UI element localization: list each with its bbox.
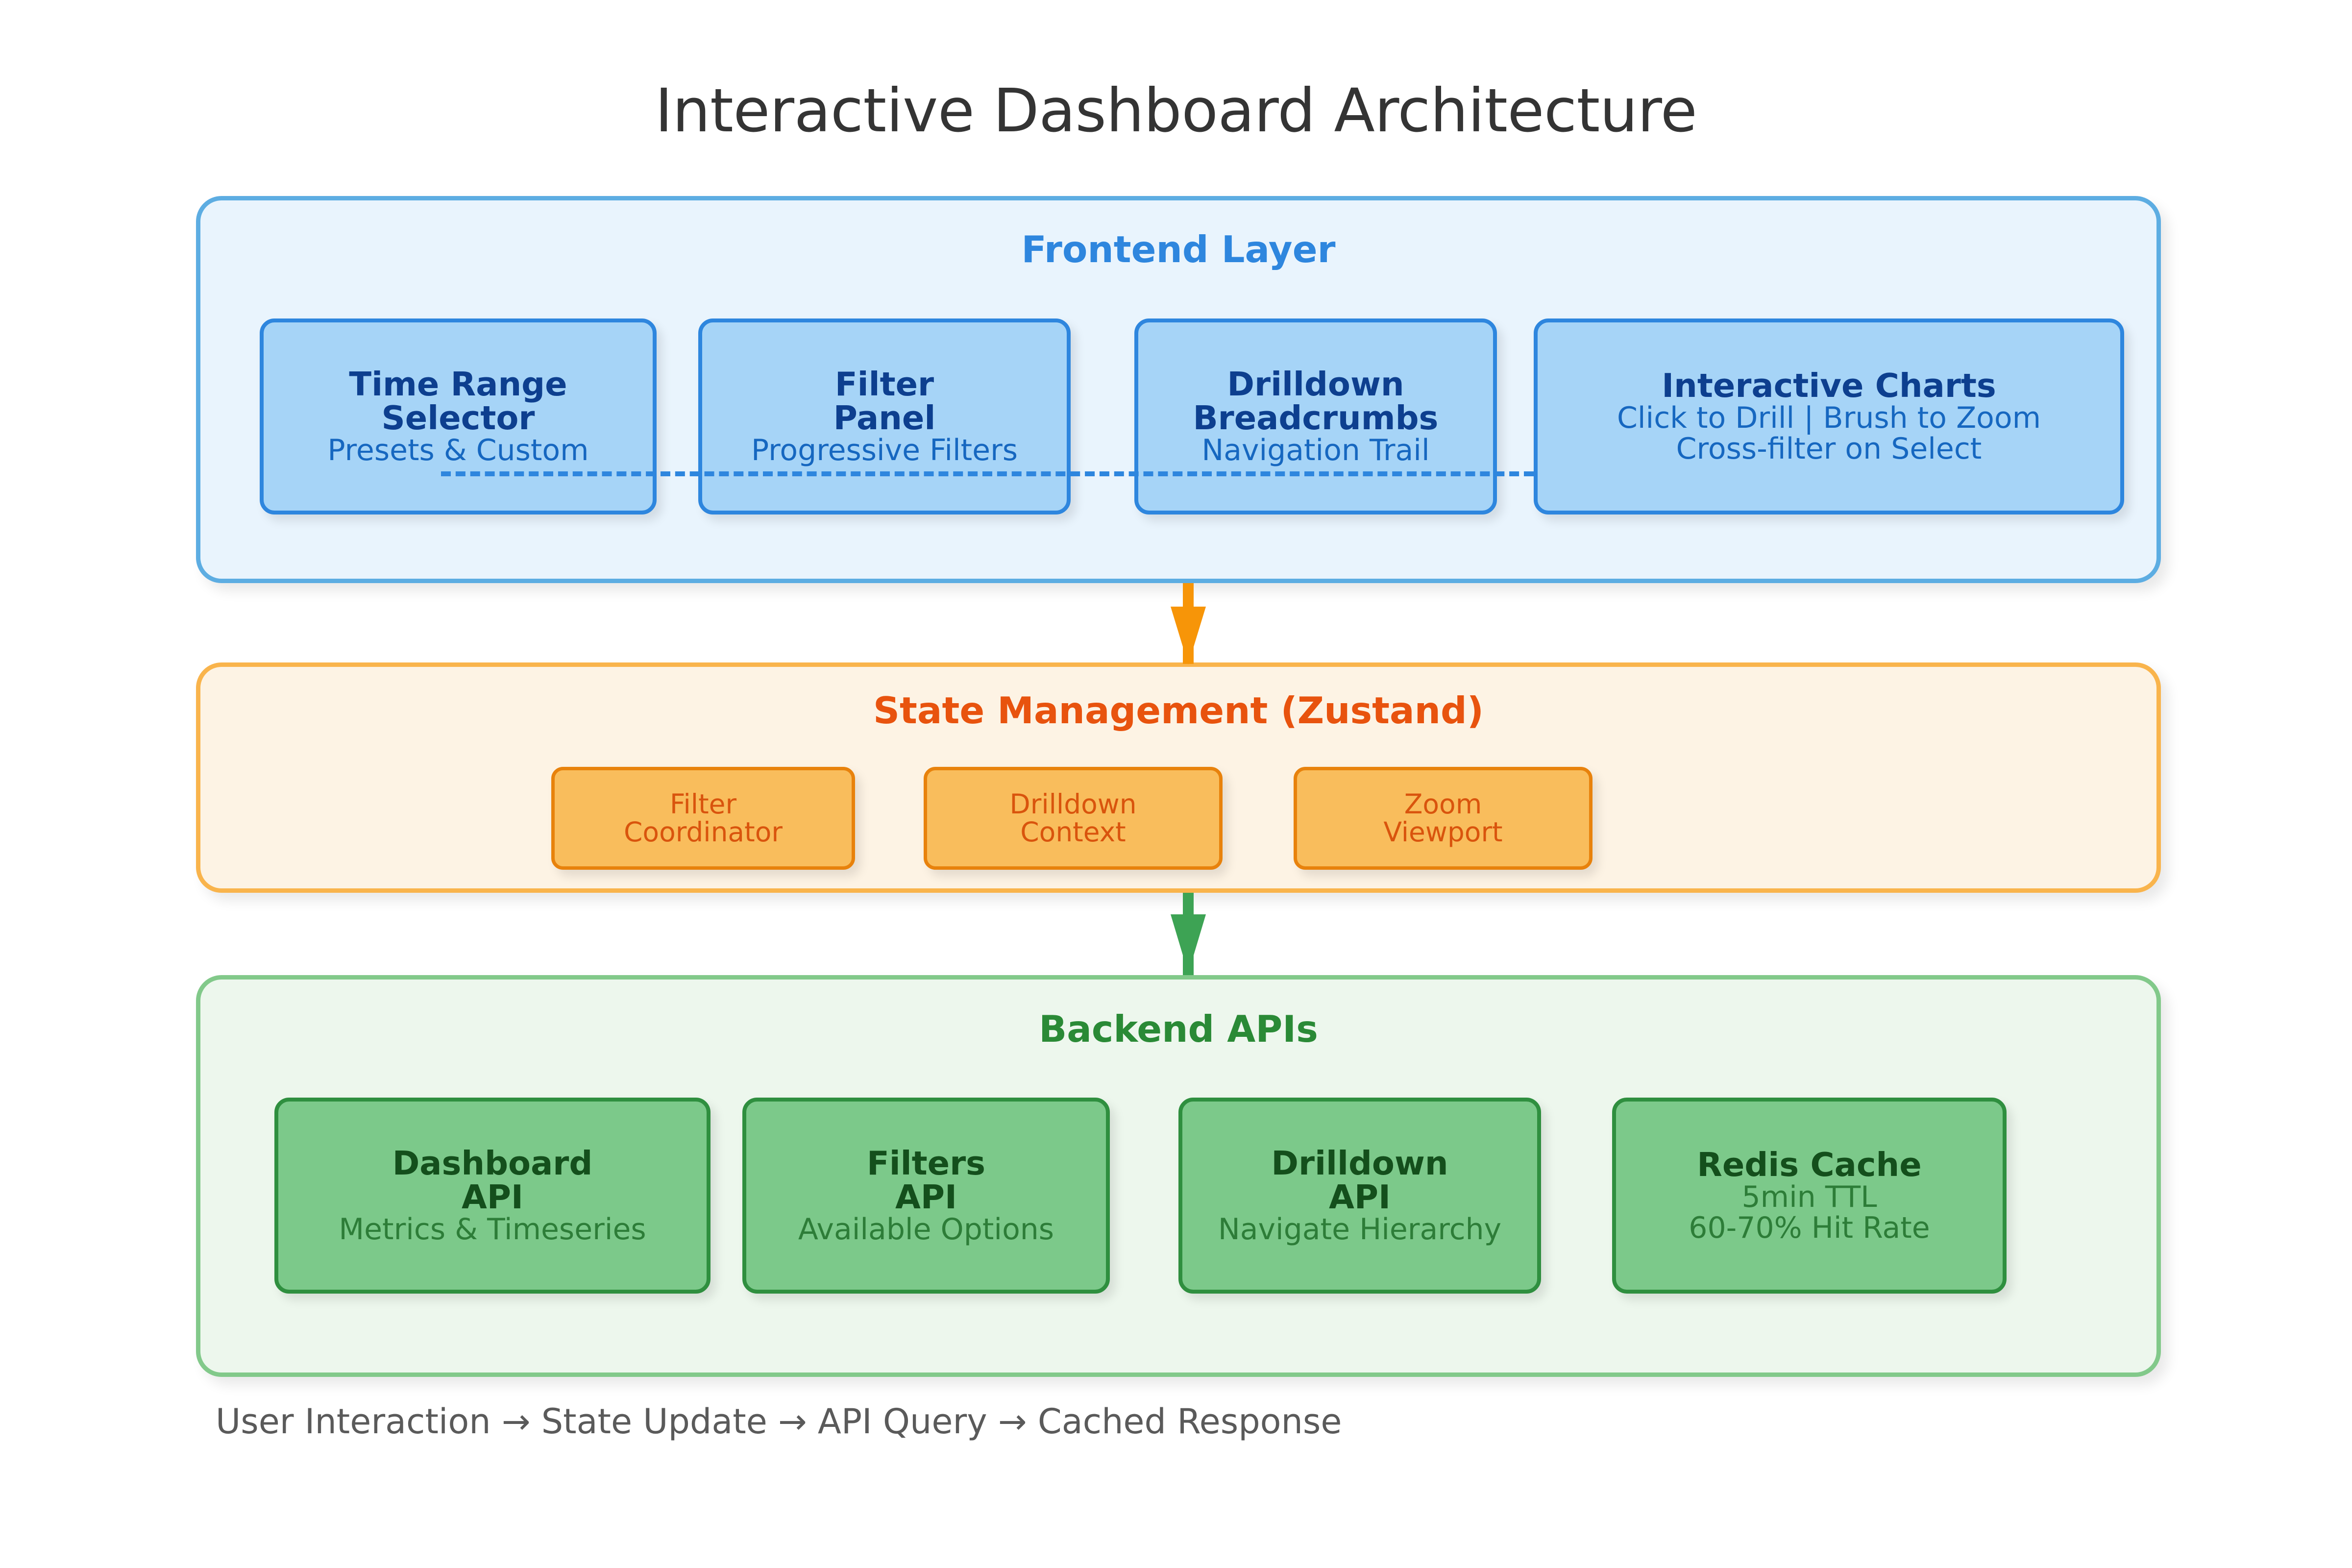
node-subtitle-line-1: Metrics & Timeseries [339, 1212, 646, 1247]
node-subtitle-line-1: Presets & Custom [327, 433, 589, 467]
node-title-line-2: Panel [833, 398, 936, 437]
node-subtitle-line-2: 60-70% Hit Rate [1689, 1210, 1930, 1245]
frontend-dashed-connector [441, 471, 1534, 476]
node-drilldown-context[interactable]: Drilldown Context [924, 767, 1223, 870]
node-title-line-1: Filters [866, 1144, 986, 1182]
node-title-line-2: Coordinator [624, 816, 783, 848]
node-title-line-1: Zoom [1404, 788, 1482, 820]
node-title-line-2: Breadcrumbs [1193, 398, 1439, 437]
arrow-head [1171, 914, 1206, 973]
node-title-line-2: Context [1020, 816, 1126, 848]
layer-state-management: State Management (Zustand) [196, 662, 2161, 893]
layer-title-frontend: Frontend Layer [1021, 228, 1336, 271]
node-drilldown-api[interactable]: Drilldown API Navigate Hierarchy [1178, 1098, 1541, 1294]
node-title-line-1: Time Range [349, 365, 567, 403]
node-title-line-1: Dashboard [392, 1144, 593, 1182]
node-title-line-1: Filter [834, 365, 934, 403]
node-interactive-charts[interactable]: Interactive Charts Click to Drill | Brus… [1534, 318, 2124, 514]
page-title: Interactive Dashboard Architecture [655, 76, 1697, 146]
node-title-line-2: Selector [381, 398, 535, 437]
node-subtitle-line-1: Navigation Trail [1201, 433, 1430, 467]
node-title-line-1: Redis Cache [1697, 1145, 1922, 1184]
node-zoom-viewport[interactable]: Zoom Viewport [1294, 767, 1592, 870]
node-time-range-selector[interactable]: Time Range Selector Presets & Custom [260, 318, 657, 514]
footer-caption: User Interaction → State Update → API Qu… [216, 1401, 1342, 1442]
node-title-line-1: Interactive Charts [1662, 366, 1996, 405]
node-title-line-2: Viewport [1383, 816, 1503, 848]
node-subtitle-line-1: Navigate Hierarchy [1218, 1212, 1502, 1247]
layer-title-state: State Management (Zustand) [873, 689, 1484, 732]
node-redis-cache[interactable]: Redis Cache 5min TTL 60-70% Hit Rate [1612, 1098, 2007, 1294]
node-title-line-1: Drilldown [1009, 788, 1137, 820]
arrow-frontend-to-state [1169, 583, 1208, 664]
node-title-line-2: API [1329, 1177, 1391, 1216]
node-title-line-1: Filter [669, 788, 737, 820]
arrow-state-to-backend [1169, 893, 1208, 975]
node-title-line-1: Drilldown [1227, 365, 1404, 403]
node-subtitle-line-1: Progressive Filters [751, 433, 1018, 467]
node-subtitle-line-1: Available Options [798, 1212, 1054, 1247]
node-drilldown-breadcrumbs[interactable]: Drilldown Breadcrumbs Navigation Trail [1134, 318, 1497, 514]
node-title-line-2: API [895, 1177, 957, 1216]
node-filter-coordinator[interactable]: Filter Coordinator [551, 767, 855, 870]
node-title-line-1: Drilldown [1271, 1144, 1448, 1182]
node-subtitle-line-1: 5min TTL [1741, 1179, 1877, 1214]
node-filter-panel[interactable]: Filter Panel Progressive Filters [698, 318, 1071, 514]
arrow-head [1171, 607, 1206, 664]
node-title-line-2: API [462, 1177, 523, 1216]
node-subtitle-line-2: Cross-filter on Select [1676, 431, 1982, 466]
node-subtitle-line-1: Click to Drill | Brush to Zoom [1617, 400, 2041, 435]
node-dashboard-api[interactable]: Dashboard API Metrics & Timeseries [274, 1098, 710, 1294]
layer-title-backend: Backend APIs [1039, 1007, 1318, 1051]
node-filters-api[interactable]: Filters API Available Options [742, 1098, 1110, 1294]
